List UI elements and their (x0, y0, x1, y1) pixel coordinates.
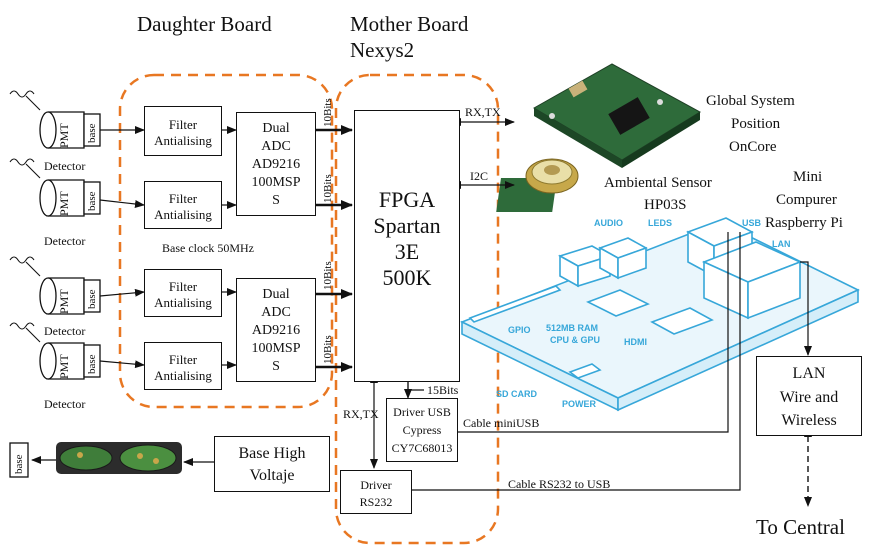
mother-board-subtitle: Nexys2 (350, 38, 415, 62)
to-central-label: To Central (756, 515, 845, 539)
driver-usb-line: CY7C68013 (391, 441, 453, 455)
adc-line: S (272, 359, 280, 374)
pmt-label: PMT (57, 191, 71, 216)
filter-line2: Antialising (154, 295, 212, 310)
minipc-line3: Raspberry Pi (765, 215, 843, 231)
base-label: base (86, 123, 98, 143)
gps-module-image (533, 63, 701, 168)
rpi-hdmi-label: HDMI (624, 337, 647, 347)
adc-line: S (272, 193, 280, 208)
bus-label: 10Bits (322, 261, 334, 290)
detector-label: Detector (44, 234, 86, 248)
filter-block: Filter Antialising (144, 269, 222, 317)
detector-label: Detector (44, 324, 86, 338)
minipc-line1: Mini (793, 169, 823, 185)
adc-line: Dual (262, 121, 290, 136)
hv-line: Base High (238, 445, 306, 462)
fpga-line: 3E (394, 239, 420, 264)
hv-base-label: base (13, 454, 25, 474)
minipc-line2: Compurer (776, 192, 837, 208)
daughter-board-region (118, 73, 334, 409)
photon-waves (9, 90, 41, 343)
raspberry-pi-board (460, 217, 860, 412)
adc-line: 100MSP (251, 175, 301, 190)
base-label: base (86, 191, 98, 211)
fpga-block: FPGA Spartan 3E 500K (354, 110, 460, 382)
base-clock-label: Base clock 50MHz (162, 241, 254, 255)
detector-label: Detector (44, 397, 86, 411)
filter-block: Filter Antialising (144, 342, 222, 390)
driver-usb-block: Driver USB Cypress CY7C68013 (386, 398, 458, 462)
rpi-power-label: POWER (562, 399, 597, 409)
hv-line: Voltaje (249, 467, 295, 484)
filter-line2: Antialising (154, 207, 212, 222)
adc-line: Dual (262, 287, 290, 302)
rpi-sdcard-label: SD CARD (496, 389, 538, 399)
bus-label: 10Bits (322, 174, 334, 203)
adc-block: Dual ADC AD9216 100MSP S (236, 112, 316, 216)
rx-tx-rs232-label: RX,TX (343, 407, 379, 421)
gps-line1: Global System (706, 93, 795, 109)
i2c-label: I2C (470, 169, 488, 183)
rpi-lan-label: LAN (772, 239, 791, 249)
rpi-usb-label: USB (742, 218, 762, 228)
adc-line: ADC (261, 305, 291, 320)
daughter-board-title: Daughter Board (137, 12, 272, 36)
adc-line: ADC (261, 139, 291, 154)
rpi-cpu-label: CPU & GPU (550, 335, 601, 345)
lan-line: Wire and (779, 389, 839, 406)
driver-rs232-line: Driver (360, 478, 392, 492)
pmt-label: PMT (57, 354, 71, 379)
bus-label: 10Bits (322, 335, 334, 364)
cable-miniusb-label: Cable miniUSB (463, 416, 540, 430)
hv-block: Base High Voltaje (214, 436, 330, 492)
base-label: base (86, 354, 98, 374)
cable-rs232-label: Cable RS232 to USB (508, 477, 611, 491)
lan-line: Wireless (781, 412, 837, 429)
gps-line2: Position (731, 116, 781, 132)
rpi-audio-label: AUDIO (594, 218, 623, 228)
mother-board-title: Mother Board (350, 12, 469, 36)
gps-line3: OnCore (729, 139, 777, 155)
filter-line1: Filter (168, 352, 198, 367)
lan-line: LAN (792, 365, 826, 382)
adc-block: Dual ADC AD9216 100MSP S (236, 278, 316, 382)
detector-label: Detector (44, 159, 86, 173)
fpga-line: FPGA (378, 187, 436, 212)
pmt-label: PMT (57, 289, 71, 314)
filter-line1: Filter (168, 279, 198, 294)
hv-board-image (56, 442, 182, 474)
pmt-label: PMT (57, 123, 71, 148)
rpi-gpio-label: GPIO (508, 325, 531, 335)
driver-usb-line: Driver USB (393, 405, 451, 419)
fpga-line: 500K (382, 265, 432, 290)
bits15-label: 15Bits (427, 383, 459, 397)
filter-line1: Filter (168, 191, 198, 206)
driver-rs232-block: Driver RS232 (340, 470, 412, 514)
bus-label: 10Bits (322, 98, 334, 127)
driver-usb-line: Cypress (402, 423, 442, 437)
fpga-line: Spartan (373, 213, 441, 238)
rpi-leds-label: LEDS (648, 218, 673, 228)
filter-line2: Antialising (154, 133, 212, 148)
rx-tx-gps-label: RX,TX (465, 105, 501, 119)
adc-line: 100MSP (251, 341, 301, 356)
rpi-ram-label: 512MB RAM (546, 323, 599, 333)
filter-block: Filter Antialising (144, 106, 222, 156)
base-label: base (86, 289, 98, 309)
sensor-line2: HP03S (644, 197, 687, 213)
sensor-line1: Ambiental Sensor (604, 175, 712, 191)
filter-line1: Filter (168, 117, 198, 132)
filter-block: Filter Antialising (144, 181, 222, 229)
adc-line: AD9216 (251, 323, 301, 338)
lan-block: LAN Wire and Wireless (756, 356, 862, 436)
adc-line: AD9216 (251, 157, 301, 172)
filter-line2: Antialising (154, 368, 212, 383)
driver-rs232-line: RS232 (359, 495, 393, 509)
